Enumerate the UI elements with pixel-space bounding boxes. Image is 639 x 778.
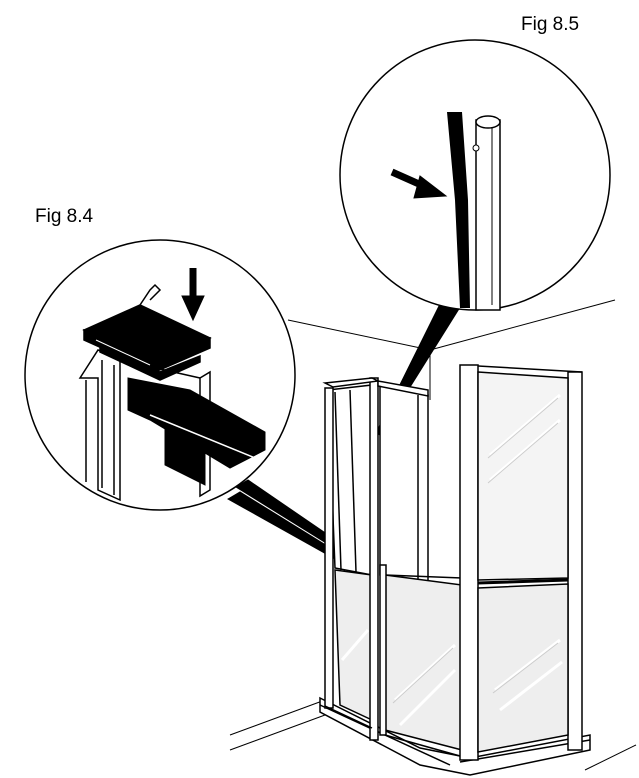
fig-8-5-label: Fig 8.5: [521, 14, 580, 35]
right-frame-post: [459, 364, 479, 761]
arrow-icon: [390, 168, 448, 199]
fig-8-5-callout: [339, 39, 611, 311]
end-cap: [82, 283, 212, 381]
black-bar: [127, 377, 266, 486]
left-frame-post: [324, 387, 334, 709]
glass-reflection-lines: [392, 397, 559, 704]
seal-strip: [447, 112, 470, 308]
shower-enclosure: [319, 364, 591, 776]
down-arrow-icon: [181, 268, 205, 322]
far-right-post: [567, 371, 583, 751]
middle-lower-glass: [384, 574, 463, 751]
left-upper-panel: [327, 384, 373, 576]
glass-reflections: [340, 393, 563, 727]
fig-8-4-label: Fig 8.4: [35, 206, 94, 227]
mid-top-rail: [377, 380, 429, 397]
tube: [475, 119, 501, 311]
fig-8-4-callout: [24, 239, 296, 511]
center-post: [369, 377, 379, 741]
center-post-inner: [379, 564, 387, 736]
right-upper-glass: [477, 371, 569, 581]
room-outline: [229, 299, 637, 771]
middle-upper-panel: [379, 384, 429, 583]
shower-tray: [319, 696, 591, 776]
